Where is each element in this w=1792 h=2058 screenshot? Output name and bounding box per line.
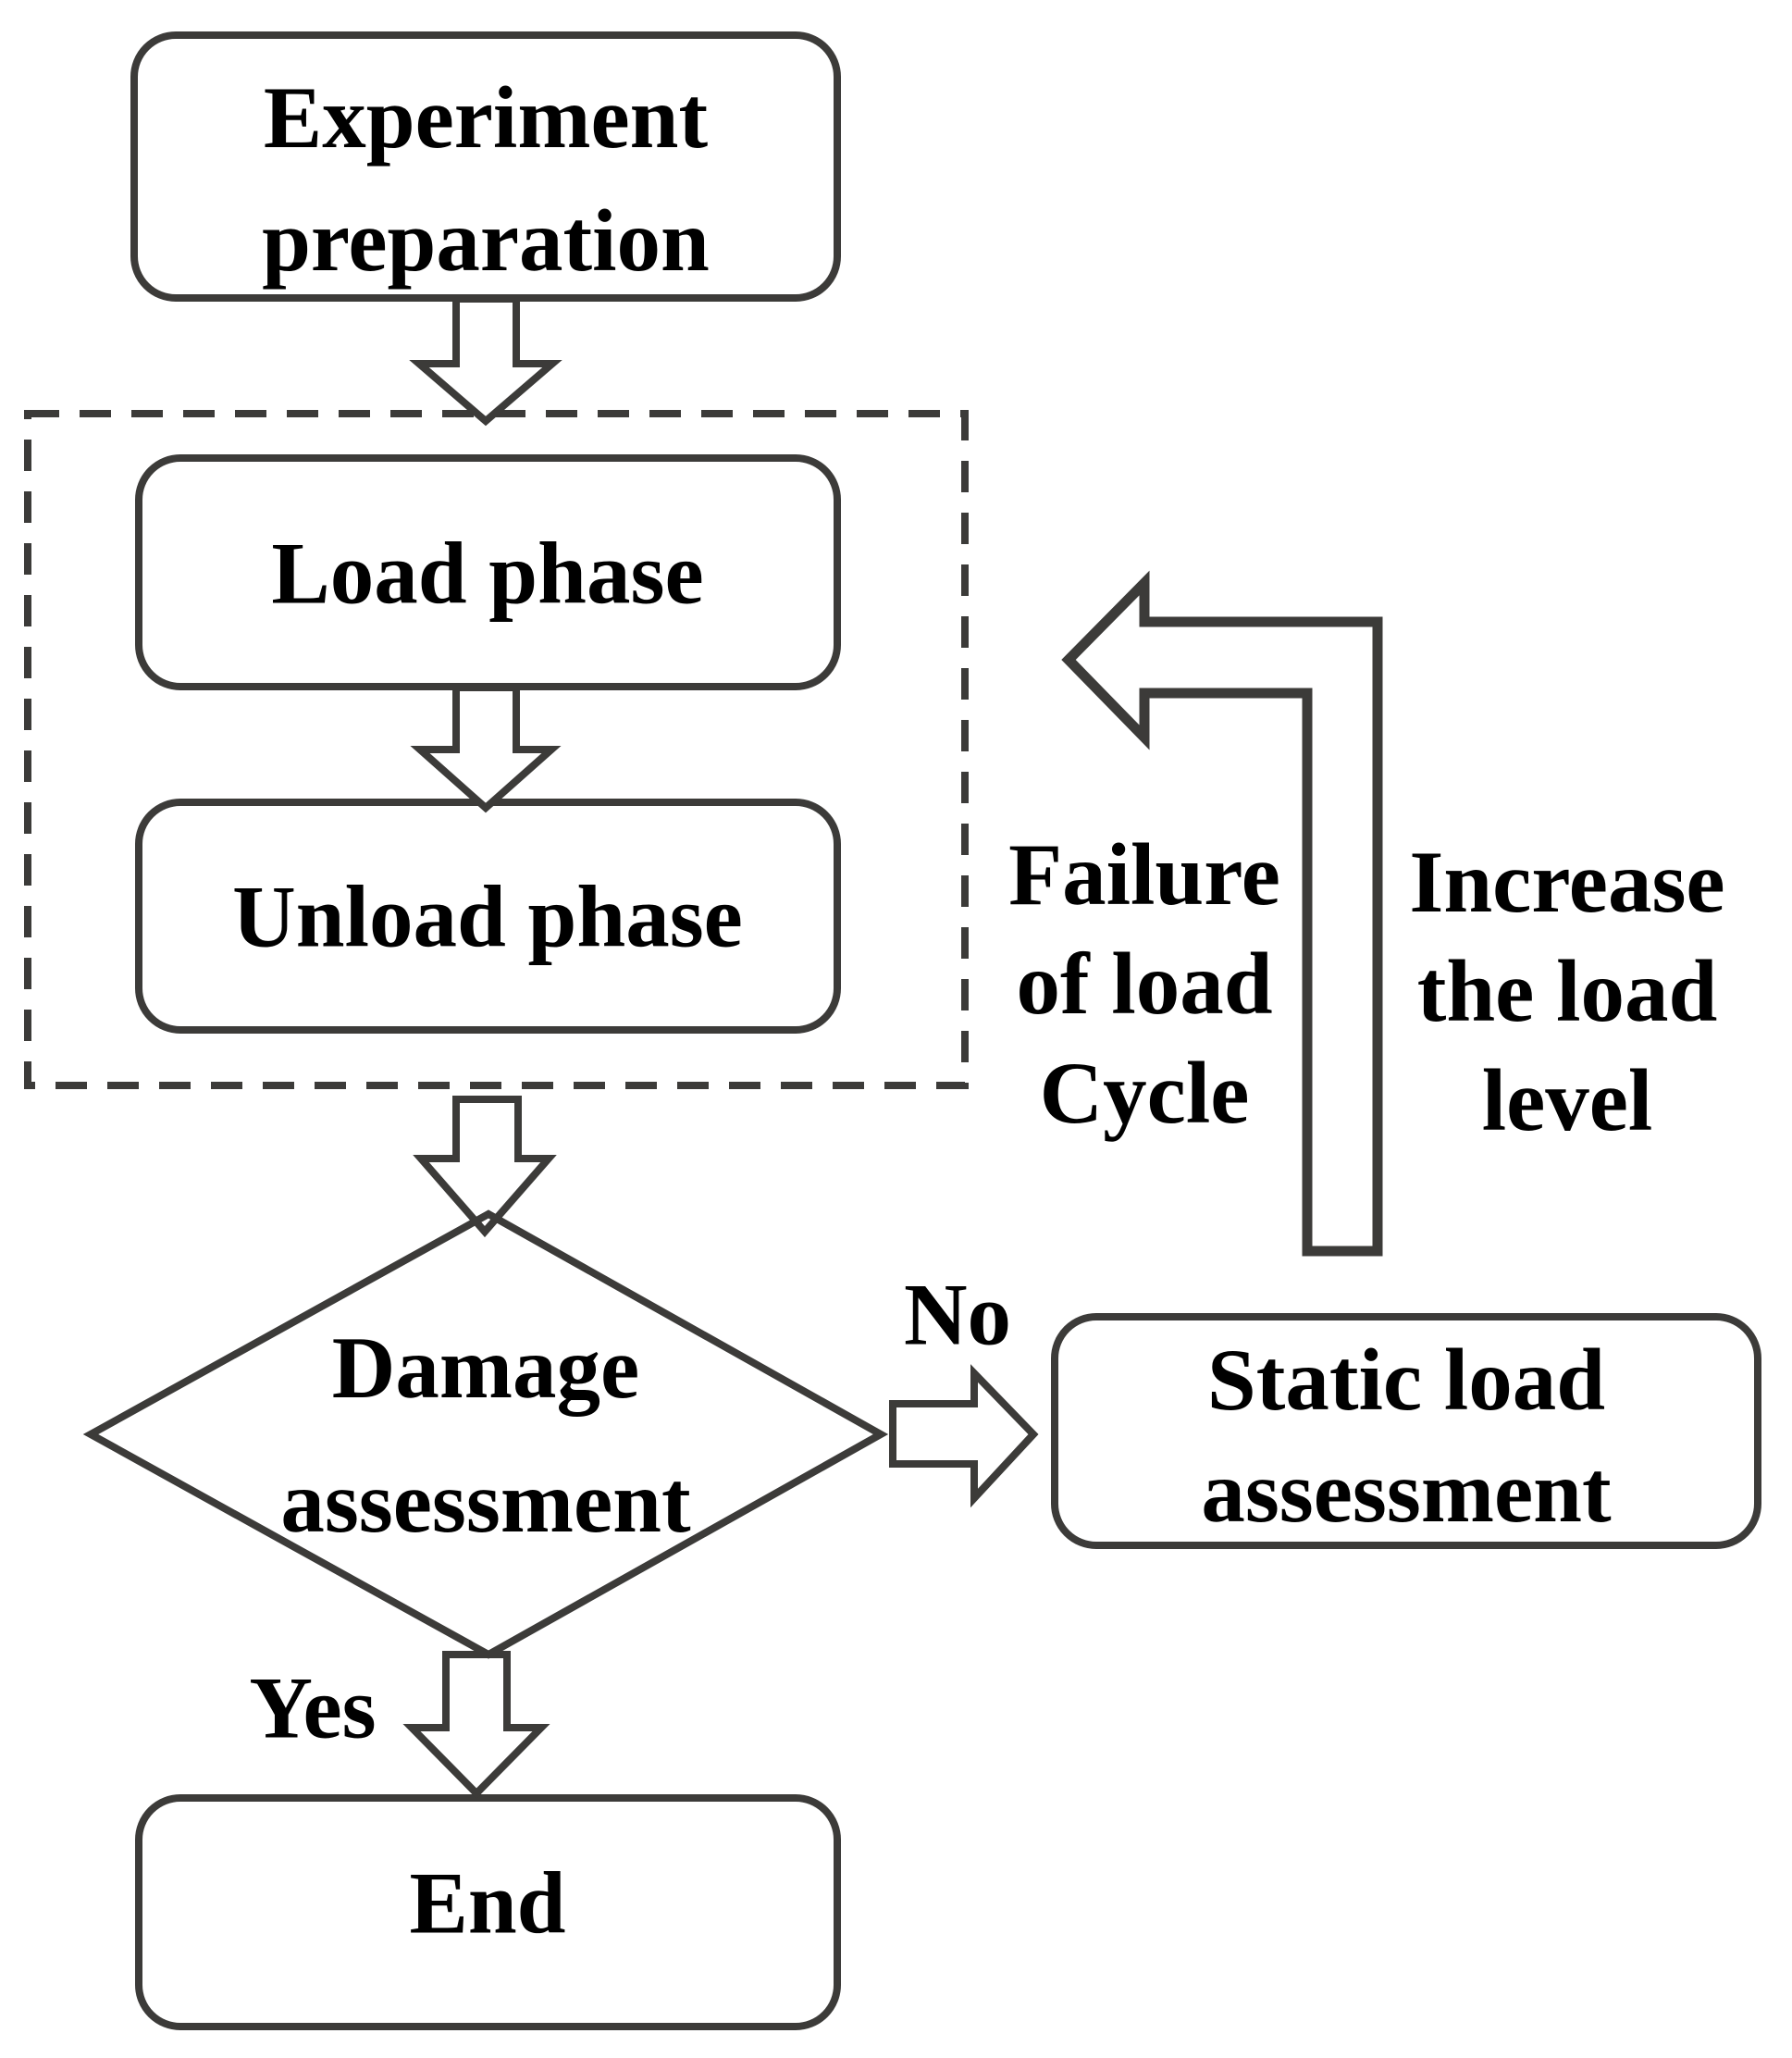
experiment-preparation-label: Experiment preparation bbox=[262, 68, 710, 290]
edge-label-failure-of-load-cycle: Failure of load Cycle bbox=[1008, 825, 1280, 1142]
damage-assessment-diamond bbox=[82, 1209, 889, 1659]
arrow-feedback-to-cycle bbox=[1061, 570, 1383, 1257]
load-phase-label: Load phase bbox=[271, 524, 704, 623]
edge-label-increase-the-load-level: Increase the load level bbox=[1409, 833, 1725, 1149]
arrow-load-to-unload bbox=[410, 684, 562, 813]
arrow-yes-to-end bbox=[402, 1651, 550, 1799]
branch-label-yes: Yes bbox=[249, 1658, 377, 1757]
arrow-cycle-to-assessment bbox=[413, 1096, 557, 1238]
end-box bbox=[135, 1794, 841, 2030]
branch-label-no: No bbox=[903, 1265, 1012, 1364]
arrow-no-to-static bbox=[889, 1364, 1039, 1508]
static-load-assessment-box bbox=[1051, 1313, 1761, 1549]
damage-assessment-label: Damage assessment bbox=[280, 1319, 691, 1551]
static-load-assessment-label: Static load assessment bbox=[1201, 1331, 1612, 1541]
end-label: End bbox=[409, 1853, 566, 1953]
arrow-preparation-to-cycle bbox=[409, 295, 562, 427]
unload-phase-label: Unload phase bbox=[232, 867, 743, 966]
